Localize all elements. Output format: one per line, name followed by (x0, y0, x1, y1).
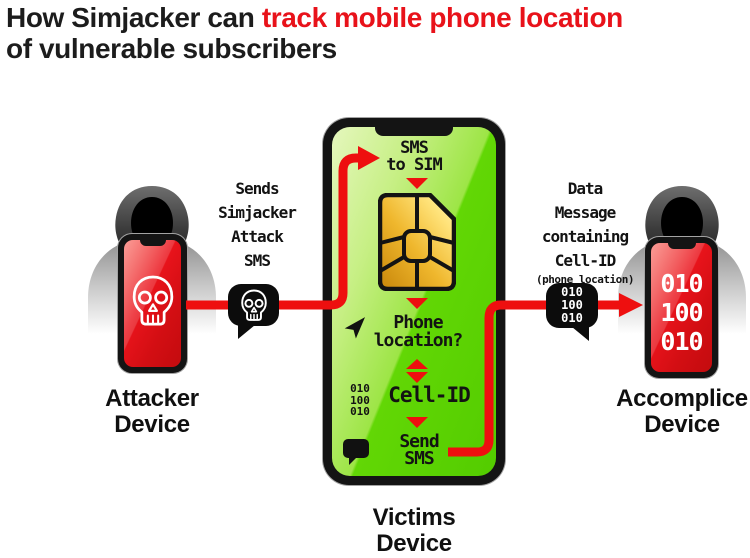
annotation-line: Message (554, 203, 616, 222)
binary-line: 010 (660, 327, 703, 356)
flow-step-send-sms-line2: SMS (404, 448, 435, 469)
device-label-line: Victims (372, 504, 456, 531)
annotation-line: Attack (231, 227, 284, 246)
binary-line: 010 (660, 269, 703, 298)
flow-step-send-sms-line1: Send (399, 431, 439, 452)
phone-notch (375, 127, 453, 136)
binary-line: 010 (350, 382, 370, 395)
sim-card-icon (378, 193, 456, 291)
flow-step-cell-id-text: Cell-ID (388, 383, 471, 407)
binary-digits: 010 100 010 (340, 383, 380, 418)
data-message-annotation: Data Message containing Cell-ID (phone l… (503, 177, 667, 286)
device-label-line: Device (114, 411, 190, 438)
page-title: How Simjacker can track mobile phone loc… (6, 2, 623, 64)
phone-notch (667, 243, 696, 249)
annotation-line: Data (567, 179, 604, 198)
flow-step-send-sms: Send SMS (342, 431, 496, 469)
annotation-line: Simjacker (218, 203, 297, 222)
flow-step-cell-id: Cell-ID (362, 385, 496, 406)
victim-phone-screen: SMS to SIM (332, 127, 496, 476)
device-label-line: Attacker (105, 385, 199, 412)
navigation-cursor-icon (344, 317, 366, 339)
flow-down-arrow-icon (406, 298, 428, 309)
flow-down-arrow-icon (406, 417, 428, 428)
flow-step-phone-location: Phone location? (340, 314, 496, 350)
attacker-device-label: Attacker Device (62, 386, 242, 438)
binary-line: 010 (561, 285, 583, 299)
skull-icon (132, 275, 173, 326)
attacker-device-phone (118, 234, 187, 373)
attack-sms-bubble (228, 284, 279, 339)
annotation-line: SMS (244, 251, 271, 270)
phone-notch (139, 240, 166, 246)
bubble-binary-digits: 010 100 010 (546, 286, 598, 325)
binary-line: 100 (350, 393, 370, 407)
flow-step-sms-to-sim-line1: SMS (400, 138, 429, 158)
title-black-1: How Simjacker can (6, 2, 262, 33)
flow-step-sms-to-sim: SMS to SIM (332, 140, 496, 174)
victim-device-phone: SMS to SIM (323, 118, 505, 485)
title-black-2: of vulnerable subscribers (6, 33, 337, 64)
title-red-highlight: track mobile phone location (261, 2, 623, 33)
accomplice-device-label: Accomplice Device (592, 386, 750, 438)
flow-step-phone-location-line2: location? (373, 330, 464, 351)
device-label-line: Accomplice (616, 385, 748, 412)
annotation-line: containing (541, 227, 629, 246)
flow-step-sms-to-sim-line2: to SIM (386, 155, 442, 175)
annotation-line: Cell-ID (554, 251, 616, 270)
skull-icon (240, 289, 267, 321)
binary-line: 010 (561, 311, 583, 325)
flow-down-arrow-icon (406, 178, 428, 189)
chat-bubble-icon (343, 439, 369, 465)
victim-device-label: Victims Device (324, 505, 504, 557)
received-cell-id-binary: 010 100 010 (651, 269, 712, 356)
device-label-line: Device (644, 411, 720, 438)
attacker-phone-screen (124, 240, 181, 367)
binary-line: 100 (660, 298, 703, 327)
binary-line: 010 (350, 405, 370, 418)
flow-up-arrow-icon (406, 359, 428, 369)
attack-sms-annotation: Sends Simjacker Attack SMS (183, 177, 331, 273)
device-label-line: Device (376, 530, 452, 557)
data-message-bubble: 010 100 010 (546, 283, 598, 341)
flow-step-phone-location-line1: Phone (393, 312, 443, 333)
flow-down-arrow-icon (406, 372, 428, 383)
binary-line: 100 (561, 298, 583, 312)
annotation-line: Sends (235, 179, 279, 198)
annotation-subtext: (phone location) (536, 273, 634, 286)
